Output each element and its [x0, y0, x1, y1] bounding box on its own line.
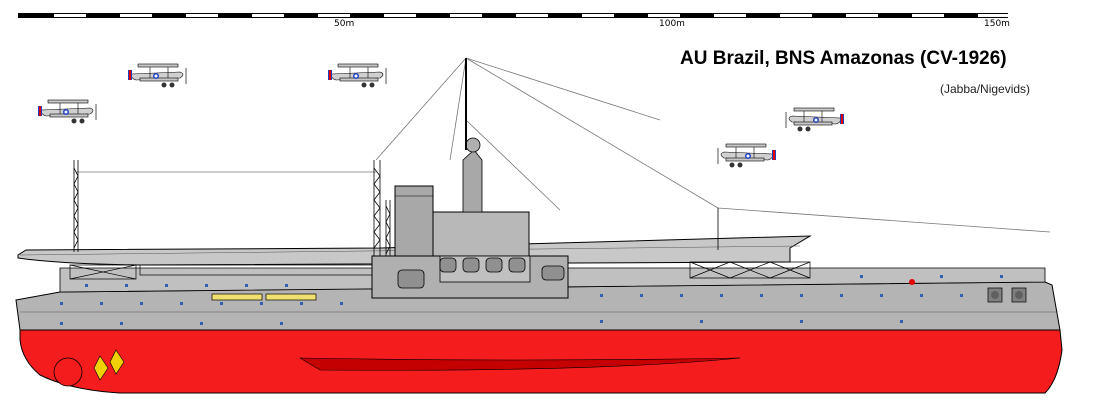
lifeboat-icon [211, 293, 263, 301]
lifeboats [211, 293, 317, 301]
biplane-icon [785, 107, 844, 132]
rudder-icon [53, 357, 83, 387]
island-superstructure [371, 58, 569, 299]
gun-turret-icon [909, 279, 1027, 303]
hull-waterline-stripe [298, 357, 741, 371]
scale-label-100m: 100m [659, 19, 685, 29]
scale-label-50m: 50m [334, 19, 355, 29]
lifeboat-icon [265, 293, 317, 301]
funnel [394, 185, 434, 257]
biplane-icon [717, 143, 776, 168]
biplane-icon [328, 63, 387, 88]
window [462, 257, 480, 273]
drawing-title: AU Brazil, BNS Amazonas (CV-1926) [680, 48, 1007, 69]
aircraft-group [38, 63, 844, 168]
biplane-icon [128, 63, 187, 88]
drawing-credit: (Jabba/Nigevids) [940, 82, 1031, 96]
window [397, 269, 425, 289]
scale-label-150m: 150m [984, 19, 1010, 29]
window [485, 257, 503, 273]
portholes [60, 294, 963, 325]
window [508, 257, 526, 273]
scale-bar [18, 13, 1008, 18]
biplane-icon [38, 99, 97, 124]
rigging-wires [76, 57, 1051, 233]
window [541, 265, 565, 281]
lattice-mast-icon [73, 160, 719, 256]
propeller-icon [53, 349, 125, 387]
window [439, 257, 457, 273]
